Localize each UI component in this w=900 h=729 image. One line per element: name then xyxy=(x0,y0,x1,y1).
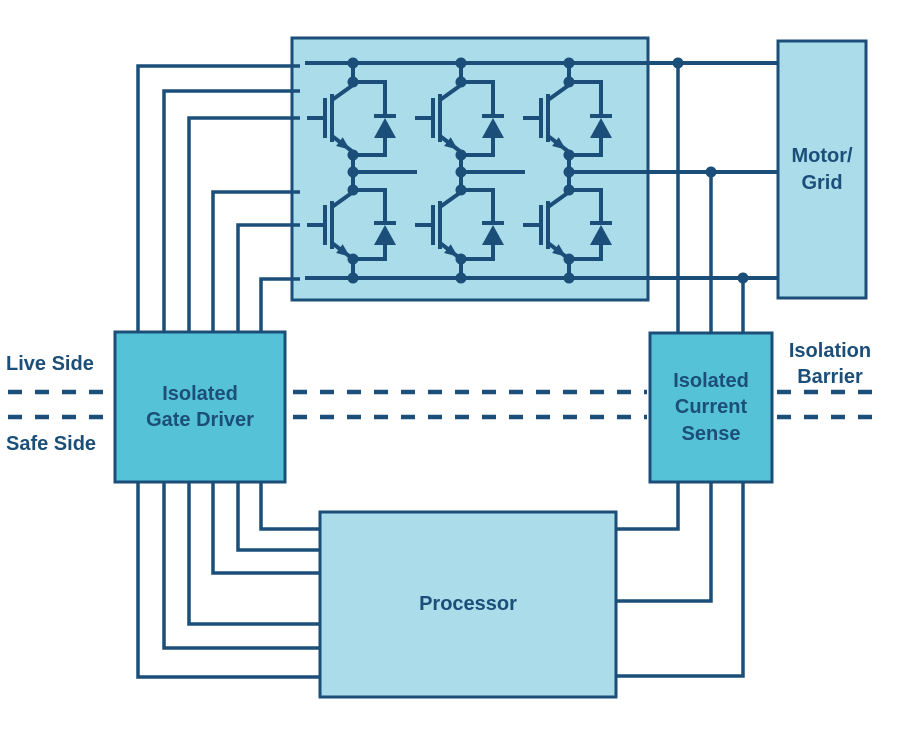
processor-gate-driver-wires xyxy=(136,482,320,679)
isolation-barrier-label: Isolation Barrier xyxy=(788,339,872,388)
tap-junction-dots xyxy=(672,57,749,284)
gate-driver-block xyxy=(113,330,287,484)
motor-grid-label: Motor/ Grid xyxy=(791,145,853,194)
isolation-barrier-dashes xyxy=(8,389,878,420)
current-sense-block xyxy=(648,331,774,484)
current-sense-label: Isolated Current Sense xyxy=(673,369,749,445)
live-side-label: Live Side xyxy=(6,352,94,375)
motor-grid-block xyxy=(776,39,868,300)
processor-block xyxy=(318,510,618,699)
phase-sense-taps xyxy=(676,63,745,333)
safe-side-label: Safe Side xyxy=(6,432,97,455)
current-sense-output-wires xyxy=(616,482,745,678)
gate-drive-signal-wires xyxy=(136,64,300,332)
gate-driver-label: Isolated Gate Driver xyxy=(146,382,254,431)
phase-output-lines xyxy=(305,61,778,280)
processor-label: Processor xyxy=(419,593,517,616)
